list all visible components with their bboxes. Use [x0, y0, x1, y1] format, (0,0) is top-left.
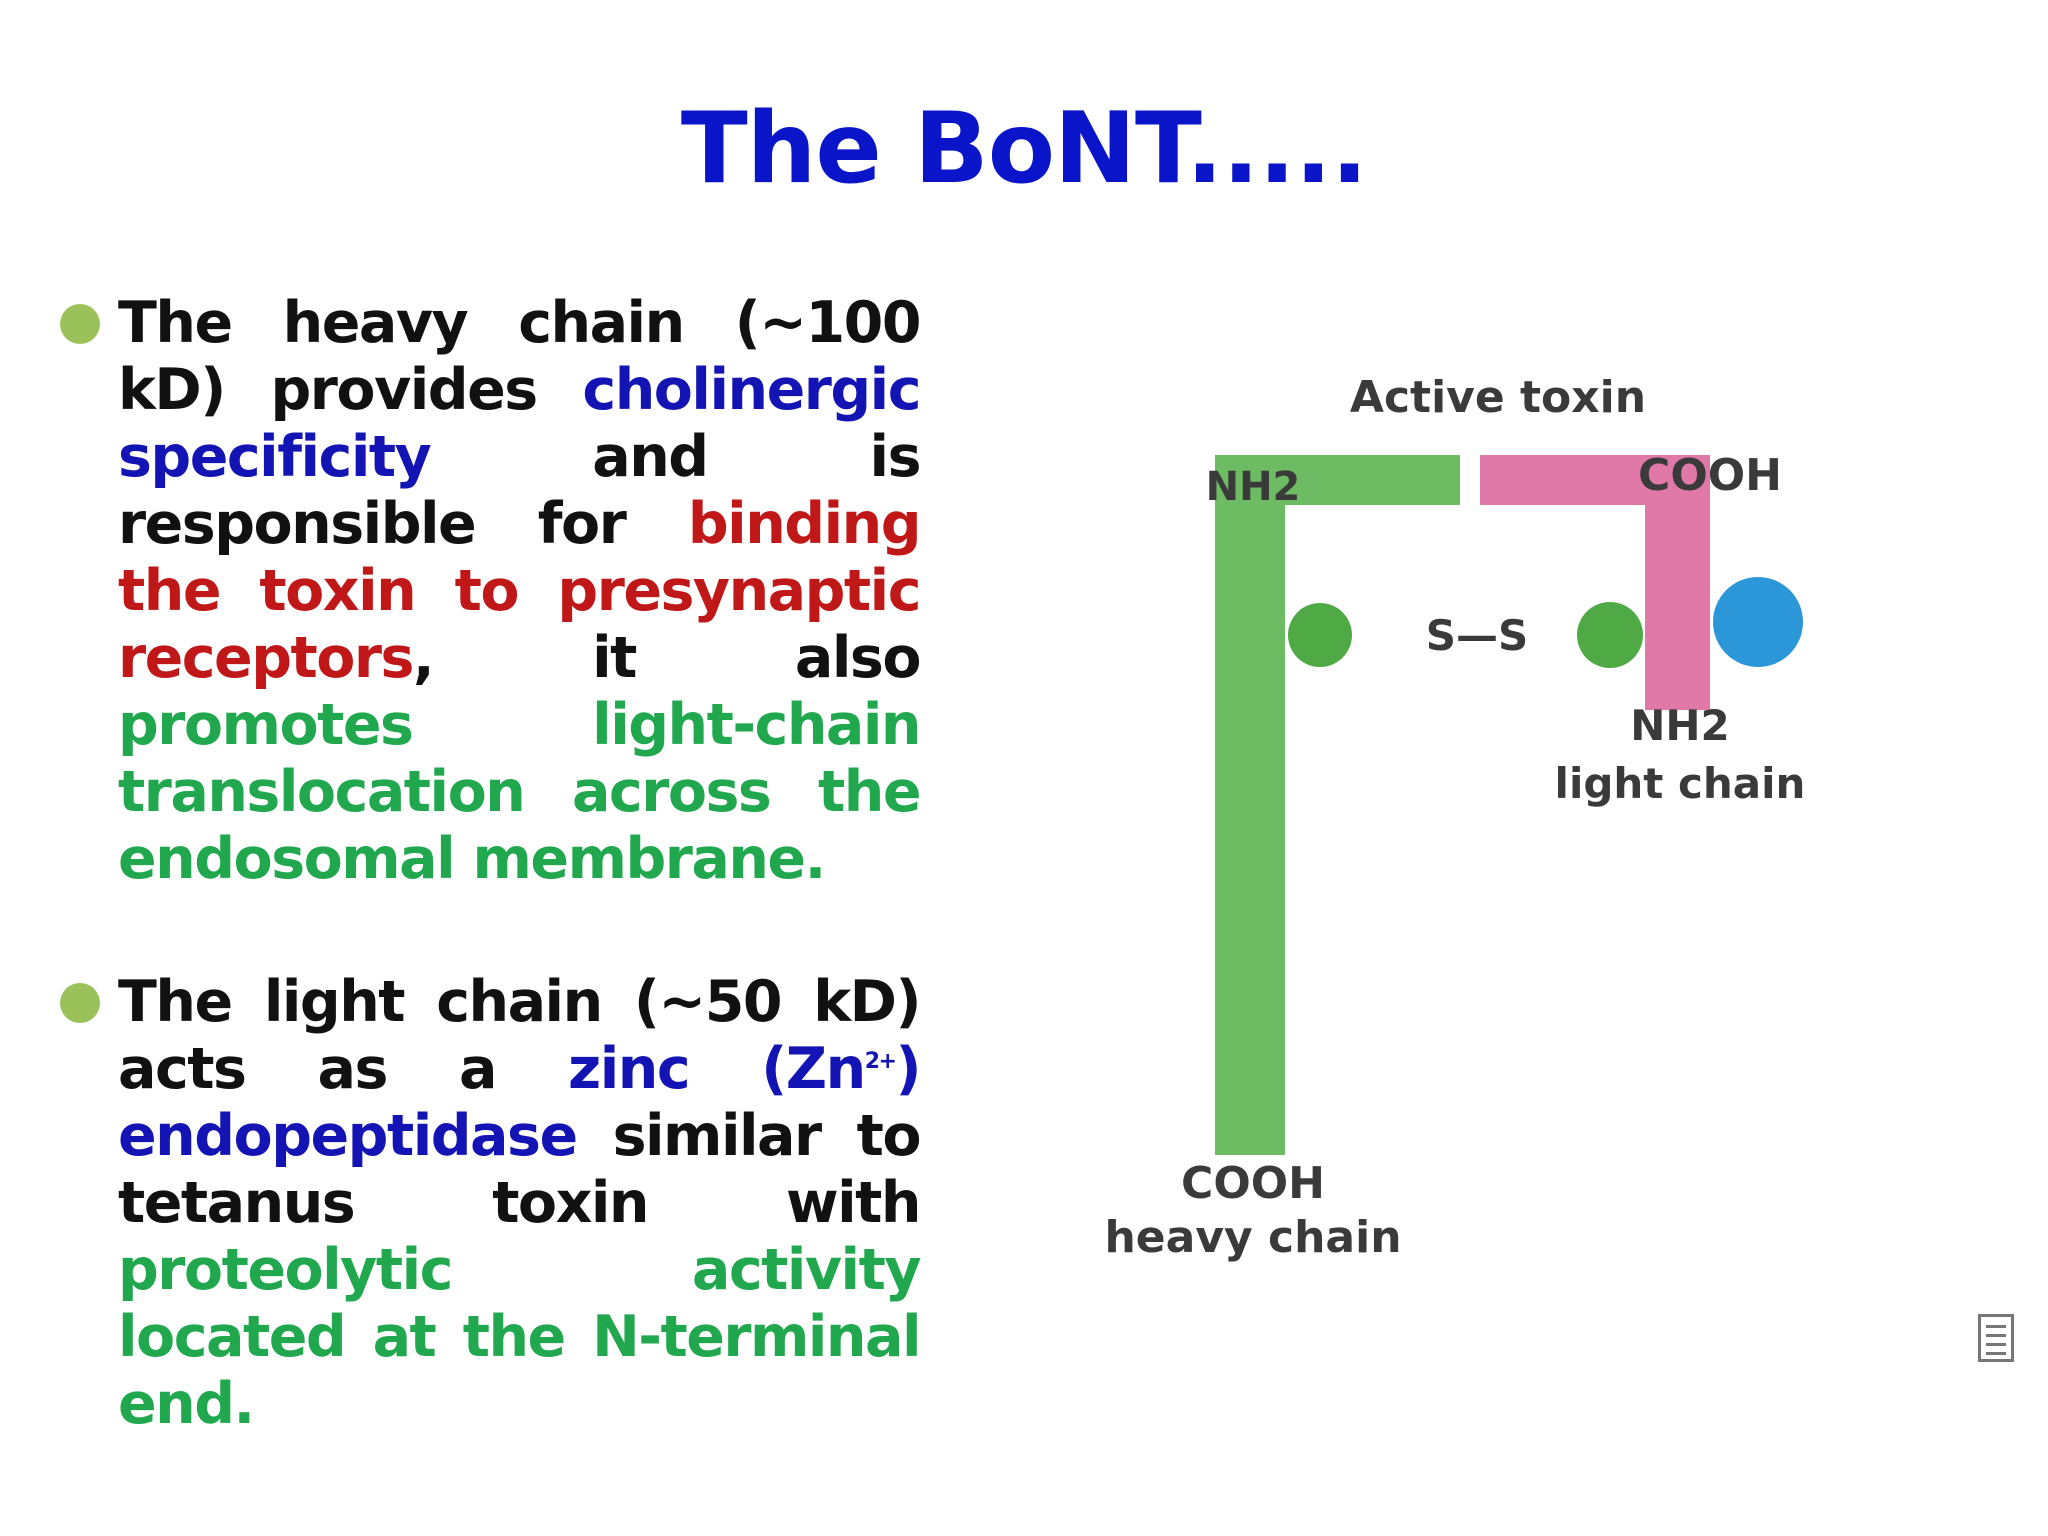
- translocation-text: promotes light-chain translocation acros…: [118, 692, 922, 892]
- tetanus-text: similar to tetanus toxin with: [118, 1103, 922, 1236]
- responsible-text: and is responsible for: [118, 424, 922, 557]
- binding-text: binding the toxin to presynaptic recepto…: [118, 491, 922, 691]
- endopeptidase-text: endopeptidase: [118, 1103, 578, 1169]
- heavy-chain-sphere: [1288, 603, 1352, 667]
- bullet-dot-icon: [60, 983, 100, 1023]
- heavy-chain-nh2-label: NH2: [1206, 464, 1301, 510]
- bullet-light-chain: The light chain (~50 kD) acts as a zinc …: [60, 969, 922, 1438]
- it-also-text: , it also: [412, 625, 922, 691]
- bullet-heavy-chain: The heavy chain (~100 kD) provides choli…: [60, 290, 922, 893]
- bullet-dot-icon: [60, 304, 100, 344]
- heavy-chain-cooh-label: COOH: [1181, 1158, 1325, 1209]
- light-chain-sphere-blue: [1713, 577, 1803, 667]
- light-chain-label: light chain: [1555, 759, 1806, 808]
- proteolytic-text: proteolytic activity located at the N-te…: [118, 1237, 922, 1437]
- heavy-chain-vertical-bar: [1215, 455, 1285, 1155]
- light-chain-nh2-label: NH2: [1630, 701, 1730, 750]
- light-chain-sphere-green: [1577, 602, 1643, 668]
- disulfide-bond-label: S—S: [1426, 611, 1529, 660]
- zinc-text: zinc (Zn: [568, 1036, 866, 1102]
- heavy-chain-label: heavy chain: [1104, 1212, 1401, 1263]
- zinc-close-paren: ): [895, 1036, 921, 1102]
- cholinergic-specificity-text: cholinergic specificity: [118, 357, 922, 490]
- light-chain-vertical-bar: [1645, 455, 1710, 710]
- active-toxin-label: Active toxin: [1350, 372, 1646, 423]
- heavy-chain-text: The heavy chain (~100 kD) provides: [118, 290, 922, 423]
- zinc-charge-superscript: 2+: [864, 1049, 897, 1074]
- light-chain-text: The light chain (~50 kD) acts as a: [118, 969, 922, 1102]
- slide-title: The BoNT.....: [680, 92, 1368, 206]
- page-icon: [1978, 1314, 2014, 1362]
- heavy-chain-horizontal-bar: [1215, 455, 1460, 505]
- bullet-list: The heavy chain (~100 kD) provides choli…: [60, 290, 922, 1438]
- bont-structure-diagram: Active toxin NH2 COOH S—S NH2 light chai…: [1070, 360, 1870, 1300]
- light-chain-cooh-label: COOH: [1638, 450, 1782, 501]
